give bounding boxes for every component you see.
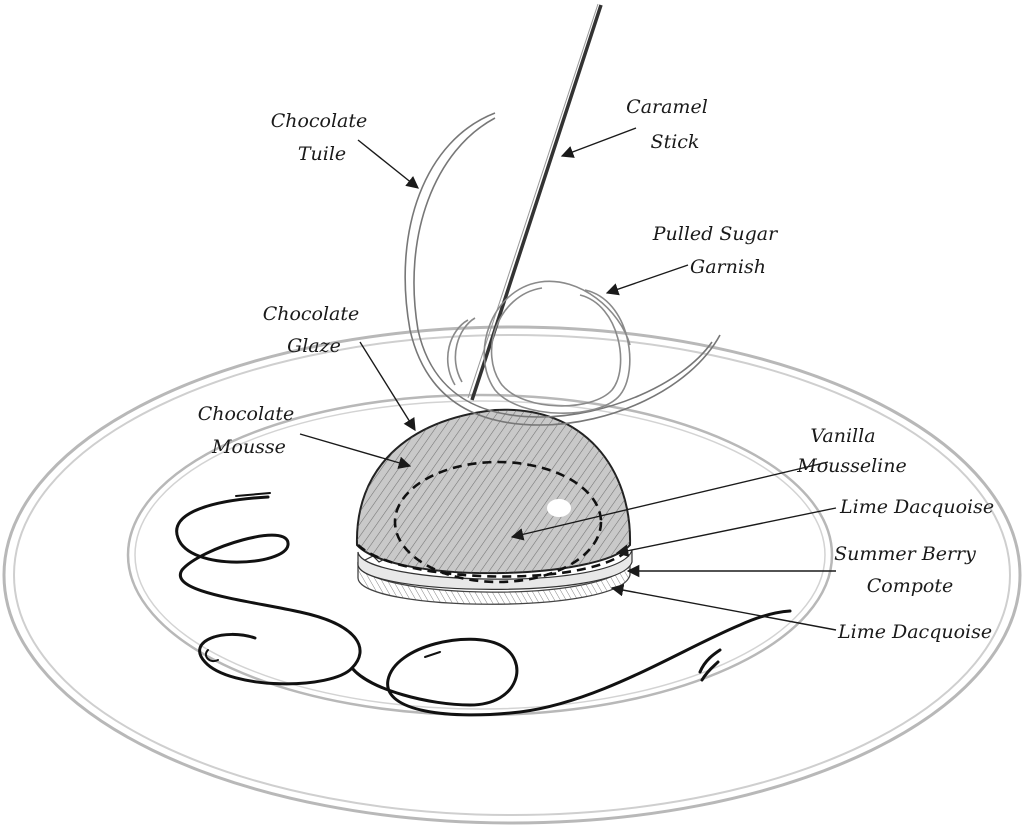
caramel-stick: [468, 4, 601, 400]
arrow-chocolate-tuile: [358, 140, 418, 188]
arrow-chocolate-glaze: [360, 342, 415, 430]
arrow-caramel-stick: [562, 128, 636, 156]
arrow-pulled-sugar: [607, 265, 688, 293]
label-pulled-sugar: Pulled Sugar Garnish: [652, 223, 784, 278]
chocolate-dome: [357, 410, 630, 582]
label-lime-dacquoise-bottom: Lime Dacquoise: [837, 621, 992, 643]
plate-outer-rim-inner: [14, 335, 1010, 815]
label-lime-dacquoise-top: Lime Dacquoise: [839, 496, 994, 518]
label-summer-berry: Summer Berry Compote: [834, 543, 982, 597]
label-chocolate-tuile: Chocolate Tuile: [271, 110, 374, 165]
arrow-lime-dacquoise-top: [617, 508, 836, 553]
label-vanilla-mousseline: Vanilla Mousseline: [796, 425, 907, 477]
glaze-highlight: [547, 499, 571, 517]
label-caramel-stick: Caramel Stick: [626, 96, 714, 153]
label-chocolate-mousse: Chocolate Mousse: [198, 403, 301, 458]
